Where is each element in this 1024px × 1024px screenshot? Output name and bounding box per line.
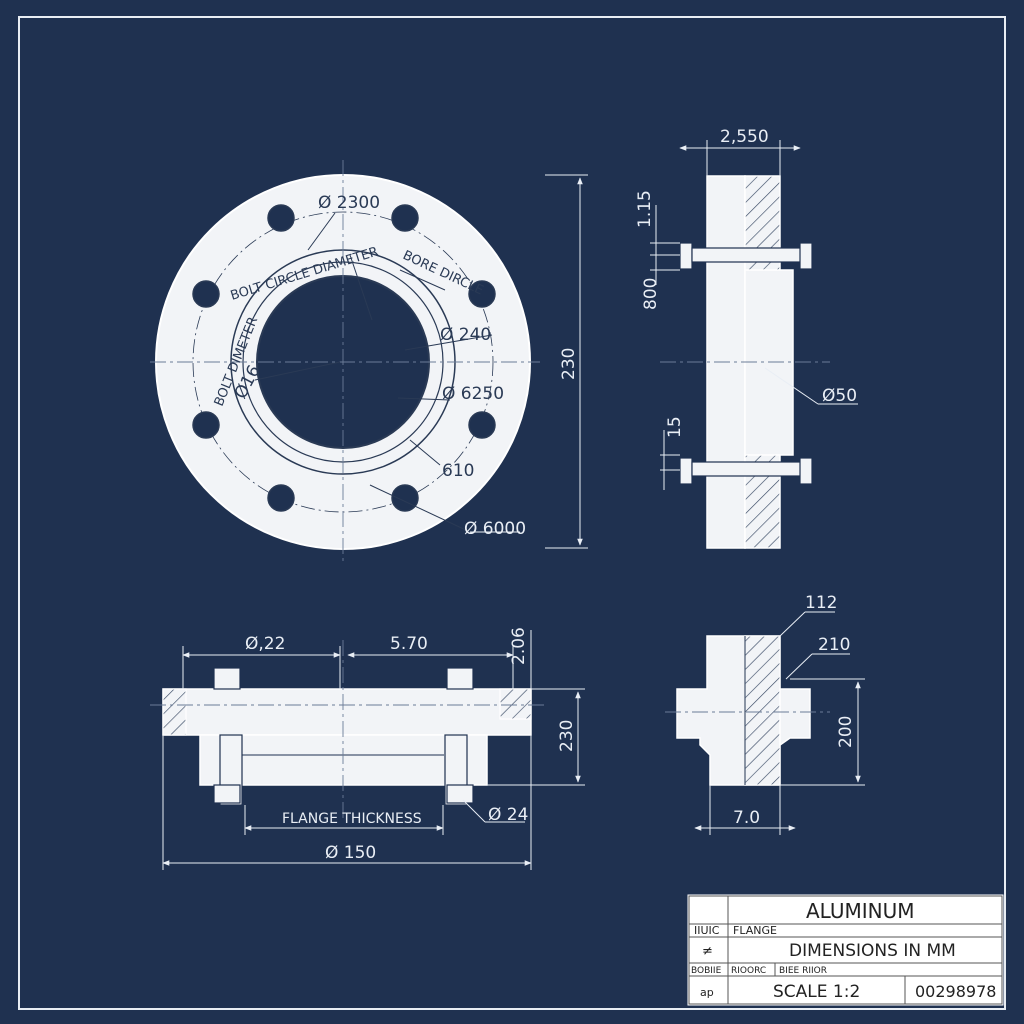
title-material: ALUMINUM [806,899,914,923]
bolt-hole [192,411,220,439]
detail-210-label: 210 [818,635,850,655]
diameter-6000-label: Ø 6000 [464,519,526,539]
diameter-6250-label: Ø 6250 [442,384,504,404]
detail-200-label: 200 [836,716,856,748]
title-row1-left: IIUIC [694,924,720,937]
section-view: Ø,22 5.70 2.06 230 FLANGE THICKNESS Ø 24… [150,627,585,870]
detail-view: 112 210 200 7.0 [665,593,865,835]
flange-thickness-label: FLANGE THICKNESS [282,811,422,827]
section-206-label: 2.06 [509,627,529,665]
bolt-hole [192,280,220,308]
sheet-border [18,16,1006,1010]
bolt-hole [391,204,419,232]
title-scale: SCALE 1:2 [773,982,860,1002]
diameter-240-label: Ø 240 [440,325,491,345]
title-row3-b: RIOORC [731,966,766,976]
title-row1-right: FLANGE [733,924,777,937]
bolt-hole [468,411,496,439]
section-d24-label: Ø 24 [488,805,528,825]
dim-610-label: 610 [442,461,474,481]
front-view: Ø 2300 BOLT CIRCLE DIAMETER BORE DIRCLE … [150,160,588,565]
side-view: 2,550 1.15 800 15 Ø50 [635,127,858,549]
title-row3-c: BIEE RIIOR [779,966,827,976]
section-d22-label: Ø,22 [245,634,285,654]
side-width-label: 2,550 [720,127,769,147]
outer-diameter-label: Ø 2300 [318,193,380,213]
height-230-label: 230 [559,348,579,380]
section-d150-label: Ø 150 [325,843,376,863]
side-lower-offset-label: 15 [665,416,685,438]
side-left-dim-label: 800 [641,278,661,310]
side-hub [744,269,794,456]
side-bolts [679,242,813,485]
title-drawing-number: 00298978 [915,982,996,1001]
section-flange-plate [162,688,532,736]
bolt-hole [468,280,496,308]
title-dimensions: DIMENSIONS IN MM [789,941,956,961]
title-row3-a: BOBIIE [691,966,722,976]
section-hub [199,734,488,786]
side-offset-label: 1.15 [635,190,655,228]
detail-70-label: 7.0 [733,808,760,828]
title-row4-left: ap [700,986,714,999]
title-row2-left: ≠ [702,944,713,959]
section-bolts [213,667,474,806]
side-d50-label: Ø50 [822,386,857,406]
bolt-holes [192,204,496,512]
bolt-hole [391,484,419,512]
section-570-label: 5.70 [390,634,428,654]
bolt-hole [267,484,295,512]
bolt-hole [267,204,295,232]
detail-112-label: 112 [805,593,837,613]
title-block: ALUMINUM IIUIC FLANGE ≠ DIMENSIONS IN MM… [687,894,1004,1006]
section-height-label: 230 [557,720,577,752]
